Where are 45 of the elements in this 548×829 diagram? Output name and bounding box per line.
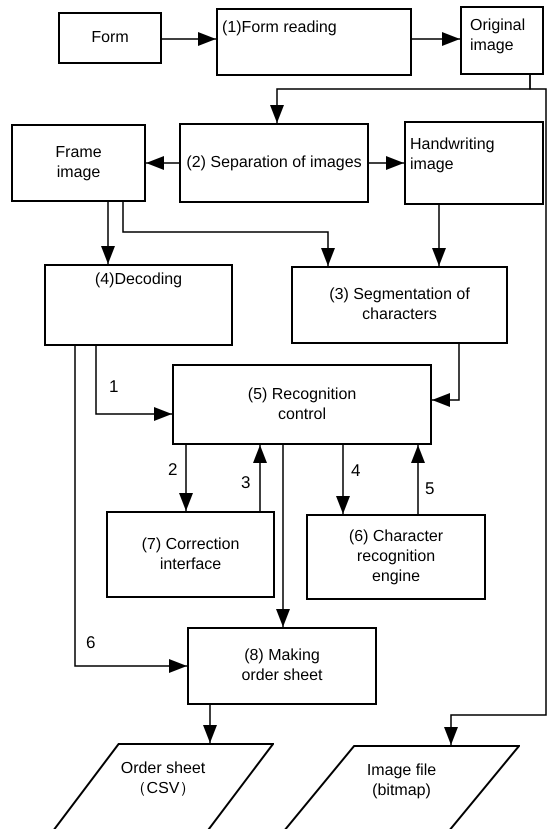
node-label: Image file (bitmap) [366,761,438,801]
arrow [101,202,115,264]
node-label: (1)Form reading [222,18,337,38]
process-box [404,121,544,205]
arrow [203,705,217,743]
node-label: Original image [470,16,526,56]
arrow [253,445,267,511]
arrow [95,346,172,421]
process-box [11,124,146,202]
node-label: Order sheet （CSV） [120,759,206,799]
process-box [291,266,508,344]
node-label: Frame image [54,143,103,183]
process-box [179,123,369,203]
arrow [411,445,425,514]
process-box [187,627,377,705]
arrow [122,202,335,266]
process-box [306,514,486,600]
process-box [44,264,233,346]
process-box [460,6,544,75]
node-label: (7) Correction interface [140,534,240,574]
arrow [74,346,187,673]
arrow [432,344,460,407]
node-label: (5) Recognition control [246,384,358,424]
node-label: (3) Segmentation of characters [328,285,471,325]
node-label: (8) Making order sheet [240,646,324,686]
arrow [444,75,547,745]
process-box [172,364,432,445]
node-label: Handwriting image [410,135,496,175]
node-label: Form [91,28,129,48]
process-box [216,8,412,76]
data-parallelogram [283,745,520,829]
arrow [412,32,460,46]
arrow [432,205,446,266]
node-label: (2) Separation of images [186,153,362,173]
arrow [162,32,216,46]
arrow [179,445,193,511]
node-label: (6) Character recognition engine [348,527,444,587]
arrow [146,156,179,170]
process-box [58,12,162,64]
process-box [106,511,275,598]
data-parallelogram [52,743,274,829]
node-label: (4)Decoding [94,270,182,290]
arrow [336,445,350,514]
arrow [276,445,290,627]
arrow [369,156,404,170]
